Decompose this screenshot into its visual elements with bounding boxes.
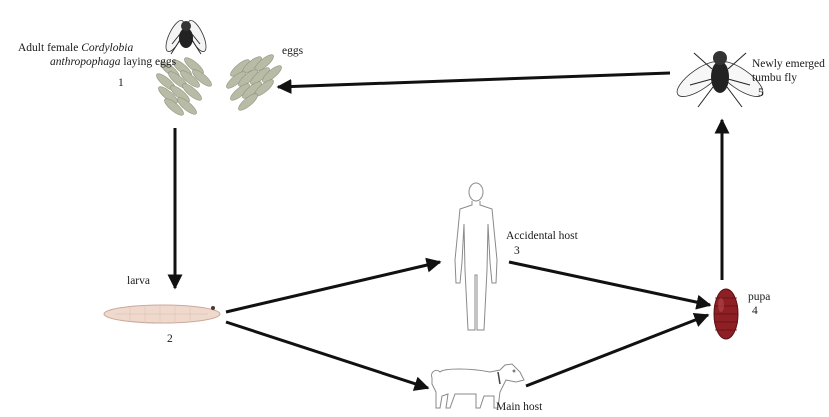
adult-caption-post: laying eggs <box>123 56 176 68</box>
arrow-accidental-host-to-pupa <box>509 262 710 305</box>
cycle-arrows <box>175 73 722 388</box>
arrow-emerged-to-eggs <box>278 73 670 87</box>
adult-fly-icon <box>162 18 209 54</box>
pupa-icon <box>714 289 738 339</box>
human-host-icon <box>455 183 497 330</box>
stage-number-3: 3 <box>514 244 520 258</box>
pupa-label: pupa <box>748 290 770 304</box>
adult-caption-species: anthropophaga <box>50 56 121 68</box>
stage-number-1: 1 <box>118 76 124 90</box>
larva-label: larva <box>127 274 150 288</box>
larva-icon <box>104 305 220 323</box>
adult-caption-genus: Cordylobia <box>81 42 133 54</box>
adult-caption-pre: Adult female <box>18 42 81 54</box>
main-host-label: Main host <box>496 400 542 414</box>
arrow-larva-to-accidental-host <box>226 262 440 312</box>
emerged-label-line2: tumbu fly <box>752 71 797 85</box>
stage-number-4: 4 <box>752 304 758 318</box>
eggs-icon <box>224 52 284 113</box>
adult-caption-line1: Adult female Cordylobia <box>18 41 133 55</box>
emerged-label-line1: Newly emerged <box>752 57 825 71</box>
accidental-host-label: Accidental host <box>506 229 578 243</box>
arrow-main-host-to-pupa <box>526 315 708 386</box>
stage-number-2: 2 <box>167 332 173 346</box>
stage-number-5: 5 <box>758 86 764 100</box>
arrow-larva-to-main-host <box>226 322 428 388</box>
eggs-label: eggs <box>282 44 303 58</box>
adult-caption-line2: anthropophaga laying eggs <box>50 55 176 69</box>
